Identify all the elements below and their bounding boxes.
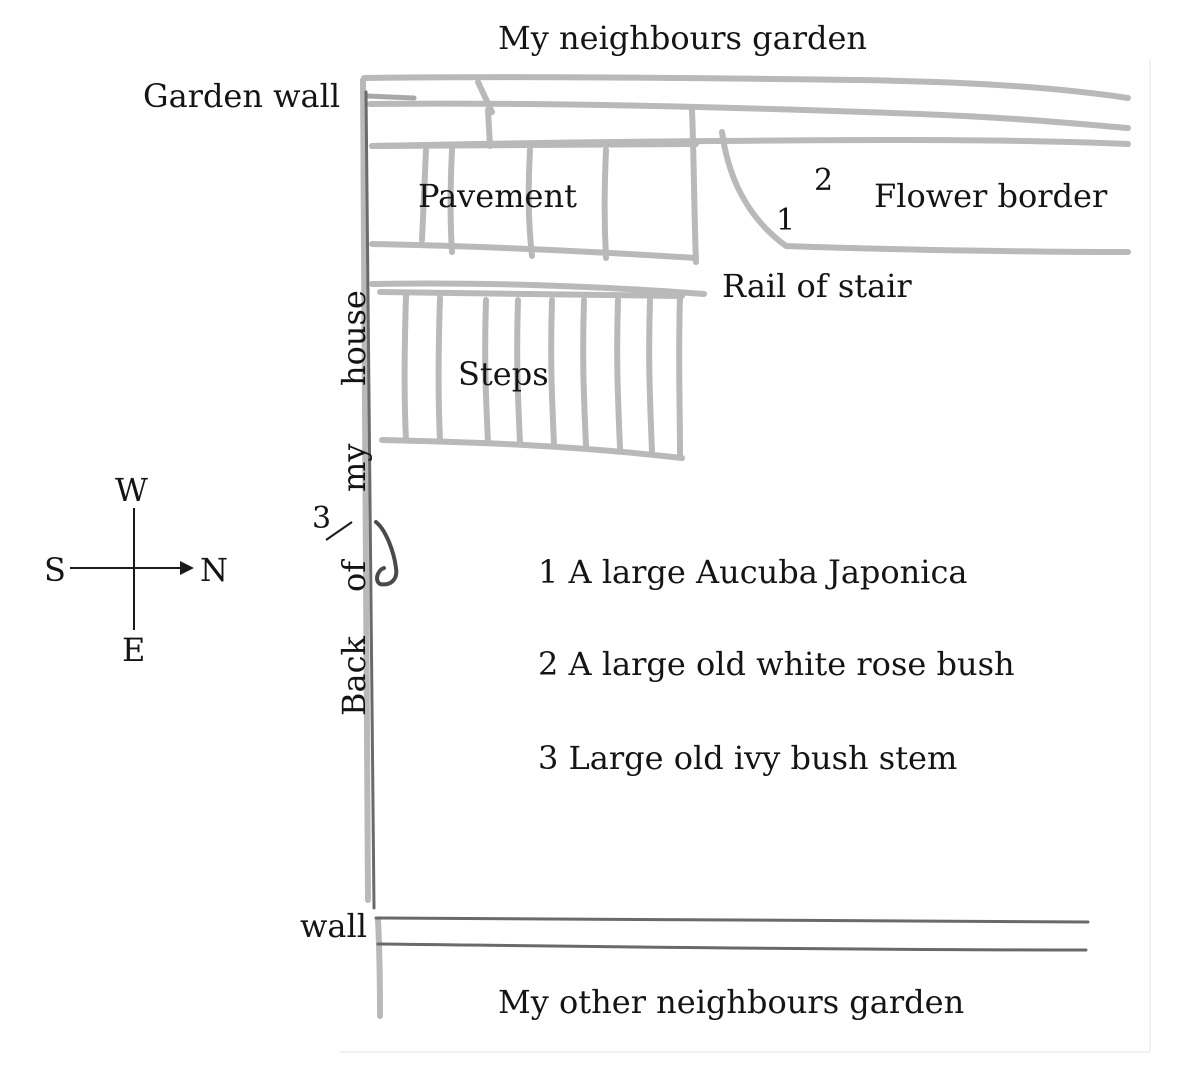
marker-2: 2	[814, 163, 834, 198]
compass-south-label: S	[44, 551, 66, 589]
flower-border-label: Flower border	[874, 177, 1108, 215]
ivy-stem	[325, 520, 399, 587]
pavement-grid	[369, 107, 707, 297]
paper-edge	[340, 60, 1151, 1053]
neighbour-bottom-label: My other neighbours garden	[498, 983, 965, 1021]
bottom-wall-lines	[374, 916, 1090, 952]
compass-west-label: W	[115, 471, 148, 509]
pavement-label: Pavement	[418, 177, 577, 215]
legend-text: A large Aucuba Japonica	[568, 553, 968, 591]
legend-item: 2 A large old white rose bush	[538, 648, 1015, 680]
compass-icon	[70, 508, 194, 630]
rail-of-stair-label: Rail of stair	[722, 267, 912, 305]
legend-text: A large old white rose bush	[568, 645, 1015, 683]
flower-border-edge	[719, 129, 1131, 255]
compass-north-label: N	[200, 551, 228, 589]
legend-item: 1 A large Aucuba Japonica	[538, 556, 968, 588]
legend-number: 3	[538, 739, 559, 777]
legend-item: 3 Large old ivy bush stem	[538, 742, 957, 774]
garden-wall-lines	[361, 74, 1131, 149]
marker-1: 1	[776, 203, 796, 238]
steps-label: Steps	[458, 355, 549, 393]
house-word-back: Back	[335, 636, 373, 716]
compass-east-label: E	[122, 631, 146, 669]
legend-number: 2	[538, 645, 559, 683]
house-word-of: of	[335, 560, 373, 592]
house-word-my: my	[335, 443, 373, 492]
steps-block	[377, 289, 685, 461]
house-word-house: house	[335, 290, 373, 386]
garden-wall-label: Garden wall	[143, 77, 341, 115]
neighbour-top-label: My neighbours garden	[498, 19, 868, 57]
house-wall-line	[360, 77, 383, 1019]
legend-text: Large old ivy bush stem	[568, 739, 958, 777]
wall-label: wall	[300, 907, 367, 945]
marker-3: 3	[312, 501, 332, 536]
legend-number: 1	[538, 553, 559, 591]
